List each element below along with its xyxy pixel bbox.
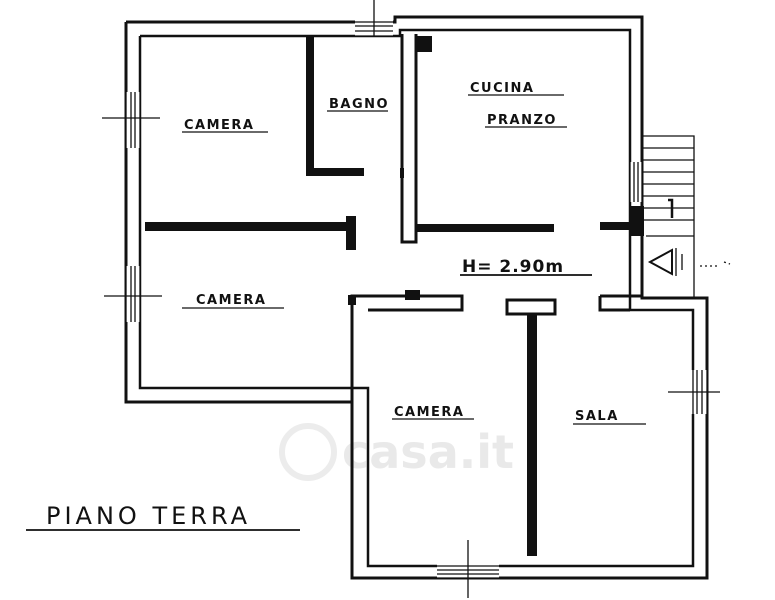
watermark-text: casa.it xyxy=(342,425,514,479)
plan-title: PIANO TERRA xyxy=(46,502,251,530)
room-label-camera-top-left: CAMERA xyxy=(184,118,255,133)
exterior-walls xyxy=(124,15,709,580)
room-label-pranzo: PRANZO xyxy=(487,113,557,128)
entrance-steps xyxy=(630,135,695,299)
room-label-camera-mid-left: CAMERA xyxy=(196,293,267,308)
ceiling-height-label: H= 2.90m xyxy=(462,257,564,277)
interior-walls xyxy=(145,34,642,556)
room-label-bagno: BAGNO xyxy=(329,97,389,112)
room-labels: CAMERA BAGNO CUCINA PRANZO CAMERA CAMERA… xyxy=(182,81,646,425)
room-label-cucina: CUCINA xyxy=(470,81,534,96)
room-label-sala: SALA xyxy=(575,409,619,424)
room-label-camera-bottom: CAMERA xyxy=(394,405,465,420)
watermark: casa.it xyxy=(279,423,514,481)
meter-icon xyxy=(647,248,731,276)
windows xyxy=(102,0,720,598)
